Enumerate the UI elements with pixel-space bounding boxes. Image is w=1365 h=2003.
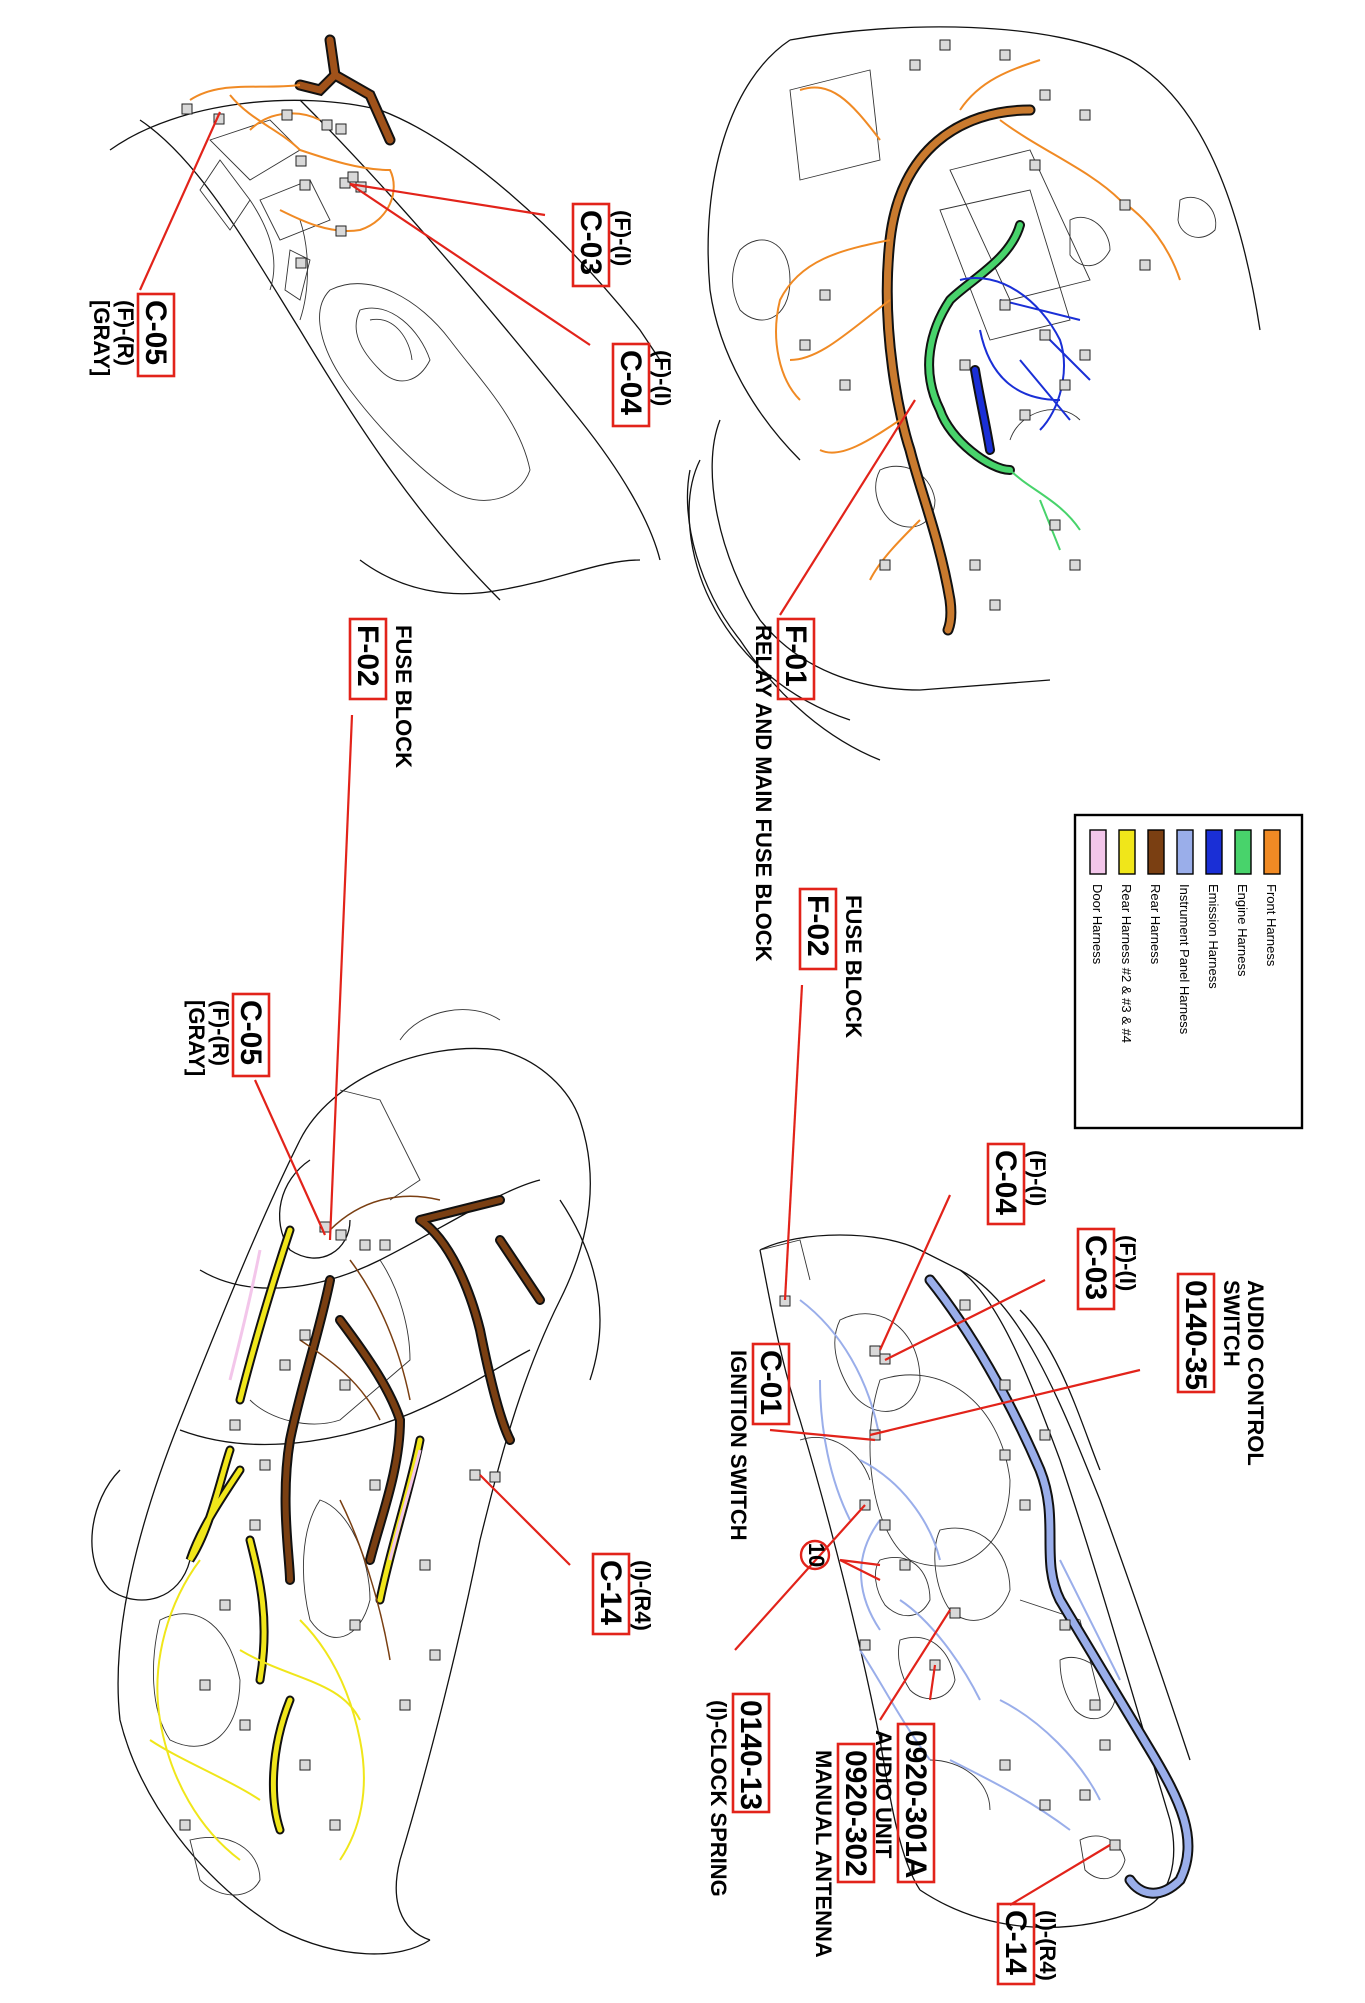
callout-clock-spring: 0140-13 (I)-CLOCK SPRING <box>706 1692 771 1897</box>
callout-c04-bottom-right: (F)-(I) C-04 <box>986 1142 1050 1226</box>
legend-label: Instrument Panel Harness <box>1177 884 1192 1035</box>
legend-label: Rear Harness #2 & #3 & #4 <box>1119 884 1134 1043</box>
callout-code: F-02 <box>801 895 834 957</box>
callout-line: FUSE BLOCK <box>391 625 416 768</box>
callout-line: [GRAY] <box>89 300 114 376</box>
callout-line: [GRAY] <box>184 1000 209 1076</box>
connector-cluster <box>799 39 1151 611</box>
callout-line: SWITCH <box>1219 1280 1244 1367</box>
callout-code: C-03 <box>1079 1235 1112 1300</box>
legend-swatch <box>1089 829 1107 875</box>
callout-code: C-05 <box>234 1000 267 1065</box>
callout-c05-bottom-left: C-05 (F)-(R) [GRAY] <box>184 992 271 1078</box>
legend-items: Front Harness Engine Harness Emission Harn… <box>1089 829 1281 1043</box>
callout-c03-top-left: (F)-(I) C-03 <box>571 202 635 288</box>
engine-bay-view <box>686 26 1261 761</box>
callout-line: (I)-(R4) <box>1035 1910 1060 1981</box>
callout-code: C-04 <box>989 1150 1022 1215</box>
callout-line: (F)-(I) <box>1025 1150 1050 1206</box>
legend-swatch <box>1118 829 1136 875</box>
legend-label: Front Harness <box>1264 884 1279 967</box>
callout-c01: C-01 IGNITION SWITCH <box>726 1342 791 1541</box>
callout-code: 0140-35 <box>1179 1280 1212 1390</box>
callout-code: 10 <box>804 1543 829 1567</box>
callout-line: (I)-(R4) <box>630 1560 655 1631</box>
callout-c04-top-left: (F)-(I) C-04 <box>611 342 675 428</box>
callout-line: (F)-(I) <box>650 350 675 406</box>
callout-c14-bottom-right: (I)-(R4) C-14 <box>996 1902 1060 1986</box>
legend-swatch <box>1234 829 1252 875</box>
callout-line: AUDIO CONTROL <box>1243 1280 1268 1466</box>
callout-line: (I)-CLOCK SPRING <box>706 1700 731 1897</box>
callout-ten-marker: 10 <box>799 1539 831 1571</box>
legend-swatch <box>1205 829 1223 875</box>
legend-label: Engine Harness <box>1235 884 1250 977</box>
callout-line: (F)-(R) <box>113 300 138 366</box>
callout-code: C-01 <box>754 1350 787 1415</box>
callout-line: (F)-(I) <box>610 210 635 266</box>
callout-line: (F)-(I) <box>1115 1235 1140 1291</box>
callout-code: C-14 <box>999 1910 1032 1975</box>
instrument-panel-view <box>734 984 1194 1929</box>
legend-label: Rear Harness <box>1148 884 1163 965</box>
callout-audio-control-switch: AUDIO CONTROL SWITCH 0140-35 <box>1176 1272 1268 1466</box>
callout-line: IGNITION SWITCH <box>726 1350 751 1541</box>
callout-manual-antenna: 0920-302 MANUAL ANTENNA <box>811 1742 876 1958</box>
callout-f01: F-01 RELAY AND MAIN FUSE BLOCK <box>751 617 816 962</box>
legend-label: Door Harness <box>1090 884 1105 965</box>
callout-line: RELAY AND MAIN FUSE BLOCK <box>751 625 776 962</box>
callout-code: 0920-301A <box>899 1730 932 1878</box>
callout-line: FUSE BLOCK <box>841 895 866 1038</box>
callout-c14-bottom-left: (I)-(R4) C-14 <box>591 1552 655 1636</box>
callout-code: C-03 <box>574 210 607 275</box>
callout-code: C-05 <box>139 300 172 365</box>
callout-c05-top-left: C-05 (F)-(R) [GRAY] <box>89 292 176 378</box>
callout-code: F-02 <box>351 625 384 687</box>
legend-swatch <box>1263 829 1281 875</box>
callout-f02-bottom-left: F-02 FUSE BLOCK <box>348 617 416 768</box>
callout-code: 0920-302 <box>839 1750 872 1877</box>
callout-line: AUDIO UNIT <box>871 1730 896 1859</box>
connector-cluster <box>181 103 367 269</box>
car-body-view <box>91 714 601 1955</box>
legend-label: Emission Harness <box>1206 884 1221 989</box>
callout-line: MANUAL ANTENNA <box>811 1750 836 1958</box>
callout-c03-bottom-right: (F)-(I) C-03 <box>1076 1227 1140 1311</box>
steering-column-view <box>109 34 661 601</box>
harness-color-legend: Front Harness Engine Harness Emission Harn… <box>1073 813 1304 1130</box>
callout-code: C-14 <box>594 1560 627 1625</box>
legend-swatch <box>1147 829 1165 875</box>
legend-swatch <box>1176 829 1194 875</box>
callout-line: (F)-(R) <box>208 1000 233 1066</box>
callout-code: 0140-13 <box>734 1700 767 1810</box>
callout-code: C-04 <box>614 350 647 415</box>
callout-audio-unit: 0920-301A AUDIO UNIT <box>871 1722 936 1884</box>
callout-f02-bottom-right: FUSE BLOCK F-02 <box>798 887 866 1038</box>
callout-code: F-01 <box>779 625 812 687</box>
connector-cluster <box>179 1221 501 1831</box>
